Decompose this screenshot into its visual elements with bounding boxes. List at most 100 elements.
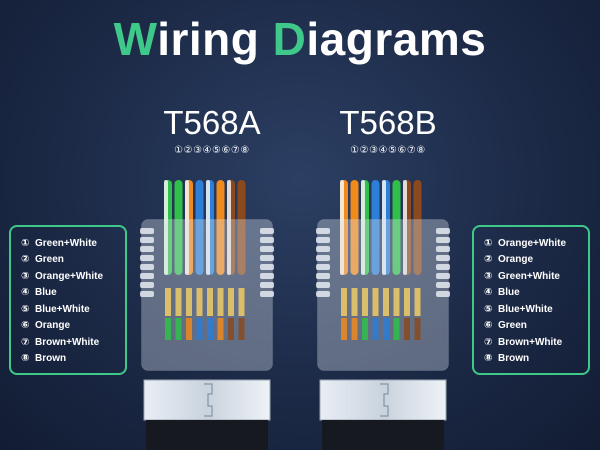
pin-number: ④ [484,287,493,299]
connector-rib [260,264,274,270]
pin-number: ⑧ [484,353,493,365]
legend-item: ⑤ Blue+White [484,301,582,318]
legend-item: ⑥ Green [484,318,582,335]
title-text-iring: iring [157,13,273,65]
pin-number: ③ [484,270,493,282]
legend-item: ⑧ Brown [21,351,119,368]
wire-8 [237,180,246,275]
connector-rib [260,246,274,252]
pin-number: ⑥ [484,320,493,332]
legend-item: ④ Blue [484,285,582,302]
gold-contact-7 [404,288,410,316]
cable-boot [146,420,268,450]
connector-rib [436,228,450,234]
page-title: Wiring Diagrams [0,12,600,66]
connector-rib [140,264,154,270]
wire-bottom-4 [196,318,203,340]
wire-color-label: Blue [498,287,520,299]
connector-rib [436,291,450,297]
connector-rib [316,273,330,279]
wire-color-label: Green+White [35,237,97,249]
wire-color-label: Brown [35,353,67,365]
legend-item: ⑥ Orange [21,318,119,335]
wire-8 [413,180,422,275]
wire-color-label: Blue+White [35,303,90,315]
wire-color-label: Orange+White [498,237,567,249]
wire-bottom-2 [351,318,358,340]
t568a-rj45-connector [140,180,274,450]
connector-rib [436,255,450,261]
wire-bottom-7 [404,318,410,340]
pin-number: ② [21,254,30,266]
pin-number: ② [484,254,493,266]
wire-bottom-6 [393,318,400,340]
wire-6 [392,180,401,275]
t568b-rj45-connector [316,180,450,450]
gold-contact-3 [186,288,192,316]
wire-color-label: Green [498,320,527,332]
wire-color-label: Orange+White [35,270,104,282]
gold-contact-1 [165,288,171,316]
connector-rib [436,246,450,252]
t568b-pin-numbers: ①②③④⑤⑥⑦⑧ [350,145,426,156]
pin-number: ⑦ [21,336,30,348]
pin-number: ③ [21,270,30,282]
connector-rib [316,291,330,297]
pin-number: ⑥ [21,320,30,332]
gold-contact-2 [175,288,182,316]
wire-bottom-6 [217,318,224,340]
wire-4 [195,180,204,275]
wire-bottom-7 [228,318,234,340]
pin-number: ⑤ [21,303,30,315]
pin-number: ① [21,237,30,249]
wire-bottom-5 [207,318,213,340]
connector-rib [140,255,154,261]
wire-2 [350,180,359,275]
legend-item: ② Orange [484,252,582,269]
title-accent-w: W [113,13,158,65]
wire-stripe-5 [382,180,386,275]
connector-rib [436,237,450,243]
connector-rib [140,273,154,279]
wire-bottom-2 [175,318,182,340]
wire-bottom-8 [414,318,421,340]
wire-color-label: Orange [35,320,71,332]
connector-rib [316,237,330,243]
legend-item: ⑦ Brown+White [21,334,119,351]
wire-bottom-3 [186,318,192,340]
wire-2 [174,180,183,275]
gold-contact-7 [228,288,234,316]
wire-color-label: Blue [35,287,57,299]
metal-shield [319,379,447,421]
pin-number: ⑧ [21,353,30,365]
connector-rib [140,246,154,252]
t568b-label: T568B [339,104,437,141]
connector-rib [140,228,154,234]
connector-rib [316,264,330,270]
wire-color-label: Blue+White [498,303,553,315]
legend-item: ⑤ Blue+White [21,301,119,318]
gold-contact-6 [393,288,400,316]
gold-contact-6 [217,288,224,316]
pin-number: ④ [21,287,30,299]
t568a-pin-numbers: ①②③④⑤⑥⑦⑧ [174,145,250,156]
connector-rib [260,291,274,297]
legend-item: ① Green+White [21,235,119,252]
connector-rib [260,228,274,234]
wire-color-label: Orange [498,254,534,266]
shield-seam [204,383,213,417]
wire-bottom-5 [383,318,389,340]
wire-stripe-7 [403,180,407,275]
wire-color-label: Brown+White [498,336,563,348]
title-text-iagrams: iagrams [306,13,487,65]
wire-6 [216,180,225,275]
pin-number: ⑤ [484,303,493,315]
connector-rib [316,246,330,252]
wire-color-label: Brown+White [35,336,100,348]
pin-number: ① [484,237,493,249]
wire-bottom-1 [165,318,171,340]
